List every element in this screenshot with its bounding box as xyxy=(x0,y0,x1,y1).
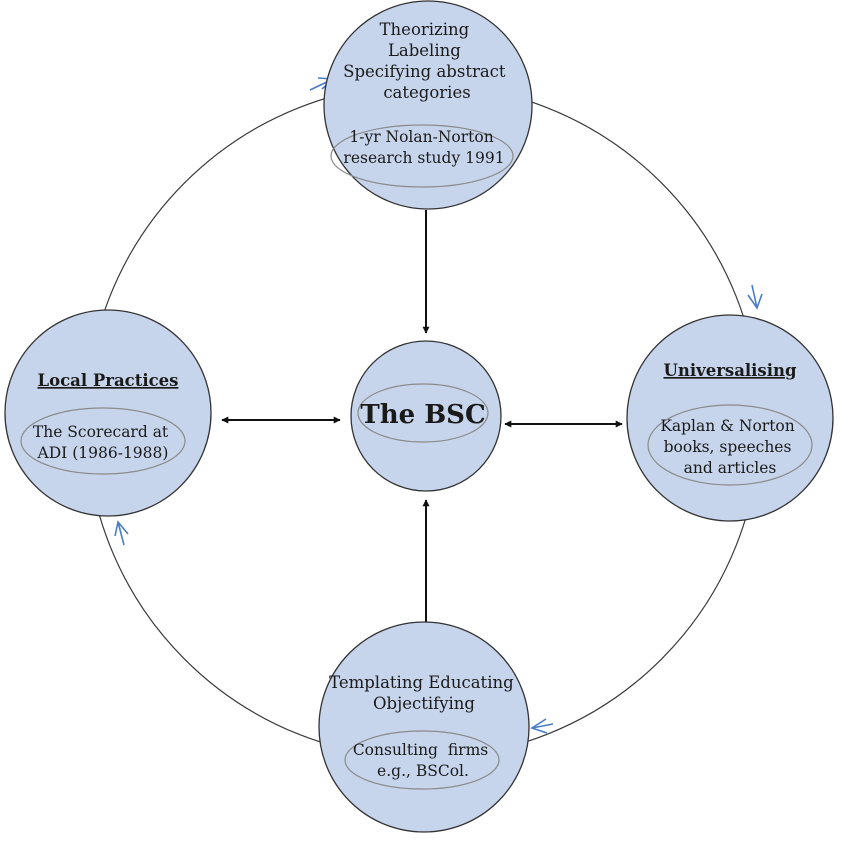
bottom-oval xyxy=(344,730,500,790)
bottom-line-objectifying: Objectifying xyxy=(373,694,475,713)
right-oval-line-1: Kaplan & Norton xyxy=(660,417,794,435)
top-oval xyxy=(330,124,514,188)
node-circle xyxy=(350,340,502,492)
left-heading: Local Practices xyxy=(38,371,179,390)
bottom-oval-line-2: e.g., BSCol. xyxy=(377,762,469,780)
node-right-universalising: Universalising Kaplan & Norton books, sp… xyxy=(626,314,834,522)
top-line-labeling: Labeling xyxy=(388,41,461,60)
bottom-oval-line-1: Consulting firms xyxy=(353,741,488,759)
svg-text:Theorizing Labeling: Theorizing Labeling Specifying abstract … xyxy=(343,20,511,102)
node-bottom-templating: Templating Educating Objectifying Consul… xyxy=(318,621,530,833)
node-circle xyxy=(323,0,533,210)
svg-text:1-yr Nolan-Norton resear: 1-yr Nolan-Norton research study 1991 xyxy=(343,128,504,167)
bottom-line-templating: Templating Educating xyxy=(329,673,514,692)
cycle-arrowhead-right-top xyxy=(747,284,763,310)
right-oval xyxy=(647,404,813,486)
node-circle xyxy=(4,309,212,517)
cycle-arrowhead-bottom-right xyxy=(530,718,554,734)
cycle-arrowhead-left-bottom xyxy=(114,520,129,546)
node-circle xyxy=(318,621,530,833)
node-left-local-practices: Local Practices The Scorecard at ADI (19… xyxy=(4,309,212,517)
left-oval xyxy=(20,407,186,475)
right-heading: Universalising xyxy=(663,361,797,380)
svg-text:Consulting firms e.g.,: Consulting firms e.g., BSCol. xyxy=(353,741,493,780)
right-oval-line-2: books, speeches xyxy=(664,438,792,456)
top-line-categories: categories xyxy=(383,83,470,102)
top-line-theorizing: Theorizing xyxy=(380,20,470,39)
left-oval-line-1: The Scorecard at xyxy=(33,423,169,441)
top-oval-line-2: research study 1991 xyxy=(343,149,504,167)
right-oval-line-3: and articles xyxy=(684,459,777,477)
center-oval xyxy=(357,383,489,443)
svg-text:Kaplan & Norton books, s: Kaplan & Norton books, speeches and arti… xyxy=(660,417,799,477)
node-top-theorizing: Theorizing Labeling Specifying abstract … xyxy=(323,0,533,210)
left-oval-line-2: ADI (1986-1988) xyxy=(37,444,169,462)
top-oval-line-1: 1-yr Nolan-Norton xyxy=(349,128,493,146)
center-title: The BSC xyxy=(360,400,485,430)
svg-text:Templating Educating Obj: Templating Educating Objectifying xyxy=(329,673,519,713)
svg-text:The Scorecard at ADI (19: The Scorecard at ADI (1986-1988) xyxy=(33,423,173,462)
top-line-specifying: Specifying abstract xyxy=(343,62,506,81)
node-circle xyxy=(626,314,834,522)
node-center-bsc: The BSC xyxy=(350,340,502,492)
